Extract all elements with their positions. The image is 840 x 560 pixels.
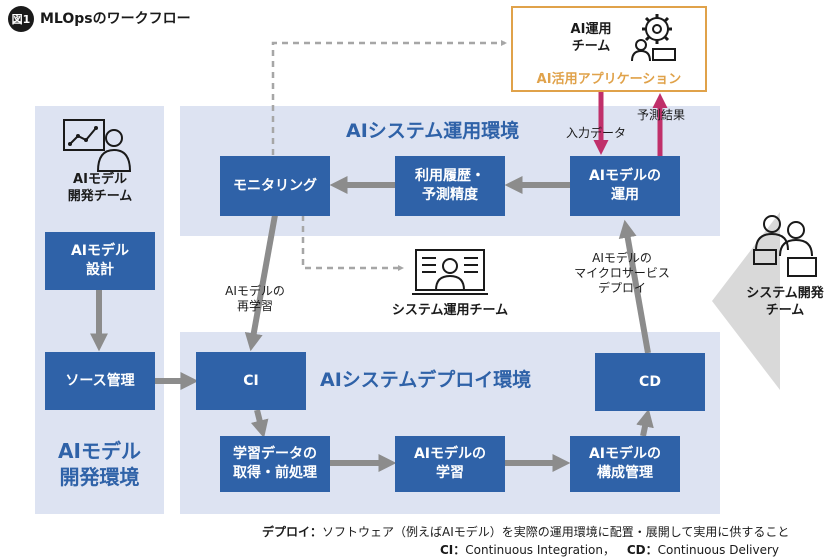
preprocess-box: 学習データの 取得・前処理 (220, 436, 330, 492)
prediction-label: 予測結果 (636, 108, 685, 122)
footnote-ci-cd: CI：Continuous Integration， CD：Continuous… (440, 541, 779, 558)
footnote-deploy-def: ソフトウェア（例えばAIモデル）を実際の運用環境に配置・展開して実用に供すること (322, 525, 790, 539)
relearn-label: AIモデルの 再学習 (225, 284, 285, 313)
usage-history-box: 利用履歴・ 予測精度 (395, 156, 505, 216)
config-management-box: AIモデルの 構成管理 (570, 436, 680, 492)
figure-badge: 図1 (8, 6, 34, 32)
footnote-cd-def: Continuous Delivery (657, 543, 780, 557)
arrow-cd-to-ops (618, 219, 651, 354)
figure-title: MLOpsのワークフロー (40, 11, 191, 27)
footnote-ci-def: Continuous Integration， (465, 543, 615, 557)
cd-box: CD (595, 353, 705, 411)
source-management-box: ソース管理 (45, 352, 155, 410)
developers-icon (753, 215, 817, 277)
deploy-env-title: AIシステムデプロイ環境 (320, 369, 532, 391)
dashed-monitoring-to-app (271, 40, 507, 155)
dashed-monitoring-to-sysops (301, 215, 404, 271)
footnote-ci-term: CI： (440, 543, 466, 557)
ops-env-title: AIシステム運用環境 (346, 120, 520, 142)
ai-application-label: AI活用アプリケーション (536, 72, 682, 87)
footnote-deploy-term: デプロイ： (262, 525, 323, 539)
dev-env-title: AIモデル 開発環境 (58, 439, 141, 489)
input-data-label: 入力データ (565, 126, 626, 140)
gear-person-icon (631, 14, 676, 61)
model-operation-box: AIモデルの 運用 (570, 156, 680, 216)
ai-ops-team-label: AI運用 チーム (570, 22, 612, 54)
sys-dev-chevron (712, 212, 780, 390)
microservice-label: AIモデルの マイクロサービス デプロイ (574, 251, 670, 295)
model-training-box: AIモデルの 学習 (395, 436, 505, 492)
ci-box: CI (196, 352, 306, 410)
monitoring-box: モニタリング (220, 156, 330, 216)
arrow-config-to-cd (636, 408, 654, 437)
model-design-box: AIモデル 設計 (45, 232, 155, 290)
analyst-icon (63, 119, 132, 172)
sys-dev-team-label: システム開発 チーム (746, 286, 824, 318)
model-dev-team-label: AIモデル 開発チーム (67, 172, 133, 204)
sys-ops-team-label: システム運用チーム (391, 303, 509, 318)
arrow-ci-to-preprocess (250, 409, 269, 439)
footnote-cd-term: CD： (626, 543, 658, 557)
arrow-monitoring-to-ci (244, 214, 278, 352)
footnote-deploy: デプロイ：ソフトウェア（例えばAIモデル）を実際の運用環境に配置・展開して実用に… (262, 523, 789, 540)
monitor-person-icon (412, 249, 488, 295)
ai-application-box: AI運用 チーム AI活用アプリケーション (511, 6, 707, 92)
